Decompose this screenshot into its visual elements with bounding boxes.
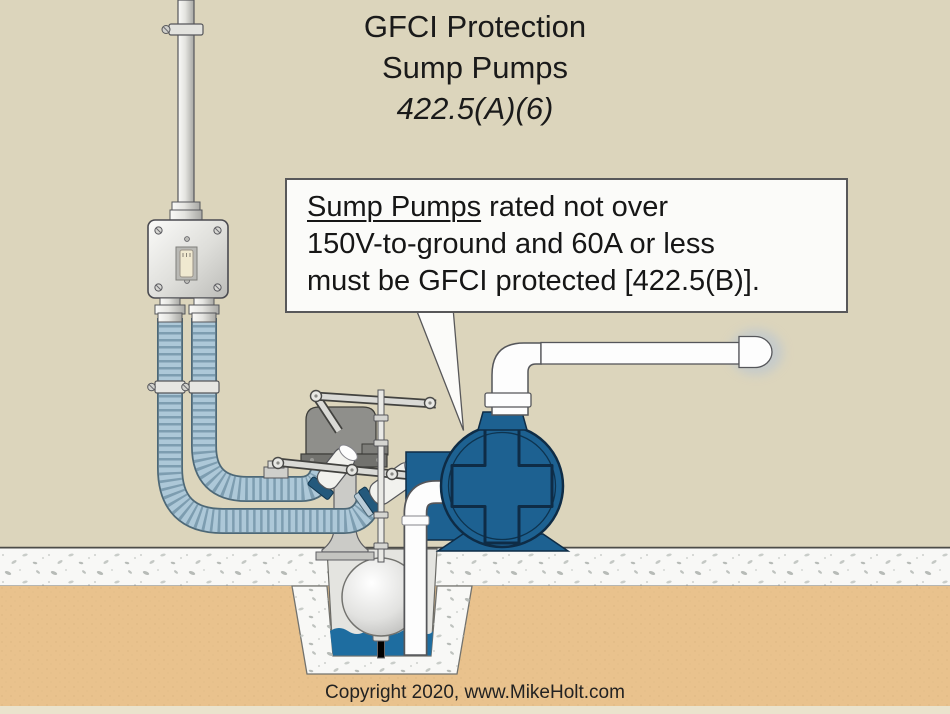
soil [0,586,950,714]
pipe-end-cap [738,335,773,369]
float-rod [373,389,389,563]
title-line-3-code-ref: 422.5(A)(6) [396,91,554,126]
pipe-coupling [484,392,532,408]
box-corner-screws [154,226,222,292]
copyright-text: Copyright 2020, www.MikeHolt.com [325,682,625,703]
callout-line-1-rest: rated not over [481,191,669,223]
callout-box: Sump Pumps rated not over 150V-to-ground… [285,178,848,313]
page-title: GFCI Protection Sump Pumps 422.5(A)(6) [0,6,950,129]
float-ball [341,557,421,659]
discharge-pipe [484,329,783,416]
emt-conduit [161,0,204,222]
callout-line-1: Sump Pumps rated not over [307,189,826,226]
concrete-slab [0,546,950,587]
pump-body [435,411,571,552]
title-line-2: Sump Pumps [381,50,569,85]
conduit-strap-right [181,380,220,394]
flex-conduit-left [157,318,384,534]
box-connector-left [154,297,186,323]
switch-box [147,219,229,323]
emt-strap [161,23,204,36]
callout-term: Sump Pumps [307,191,482,223]
callout-line-2: 150V-to-ground and 60A or less [307,228,715,260]
callout-line-3: must be GFCI protected [422.5(B)]. [307,265,760,297]
toggle-switch [175,246,198,281]
title-line-1: GFCI Protection [363,9,587,44]
suction-pipe [401,480,448,656]
box-connector-right [188,297,220,323]
pump-cross [450,427,554,545]
